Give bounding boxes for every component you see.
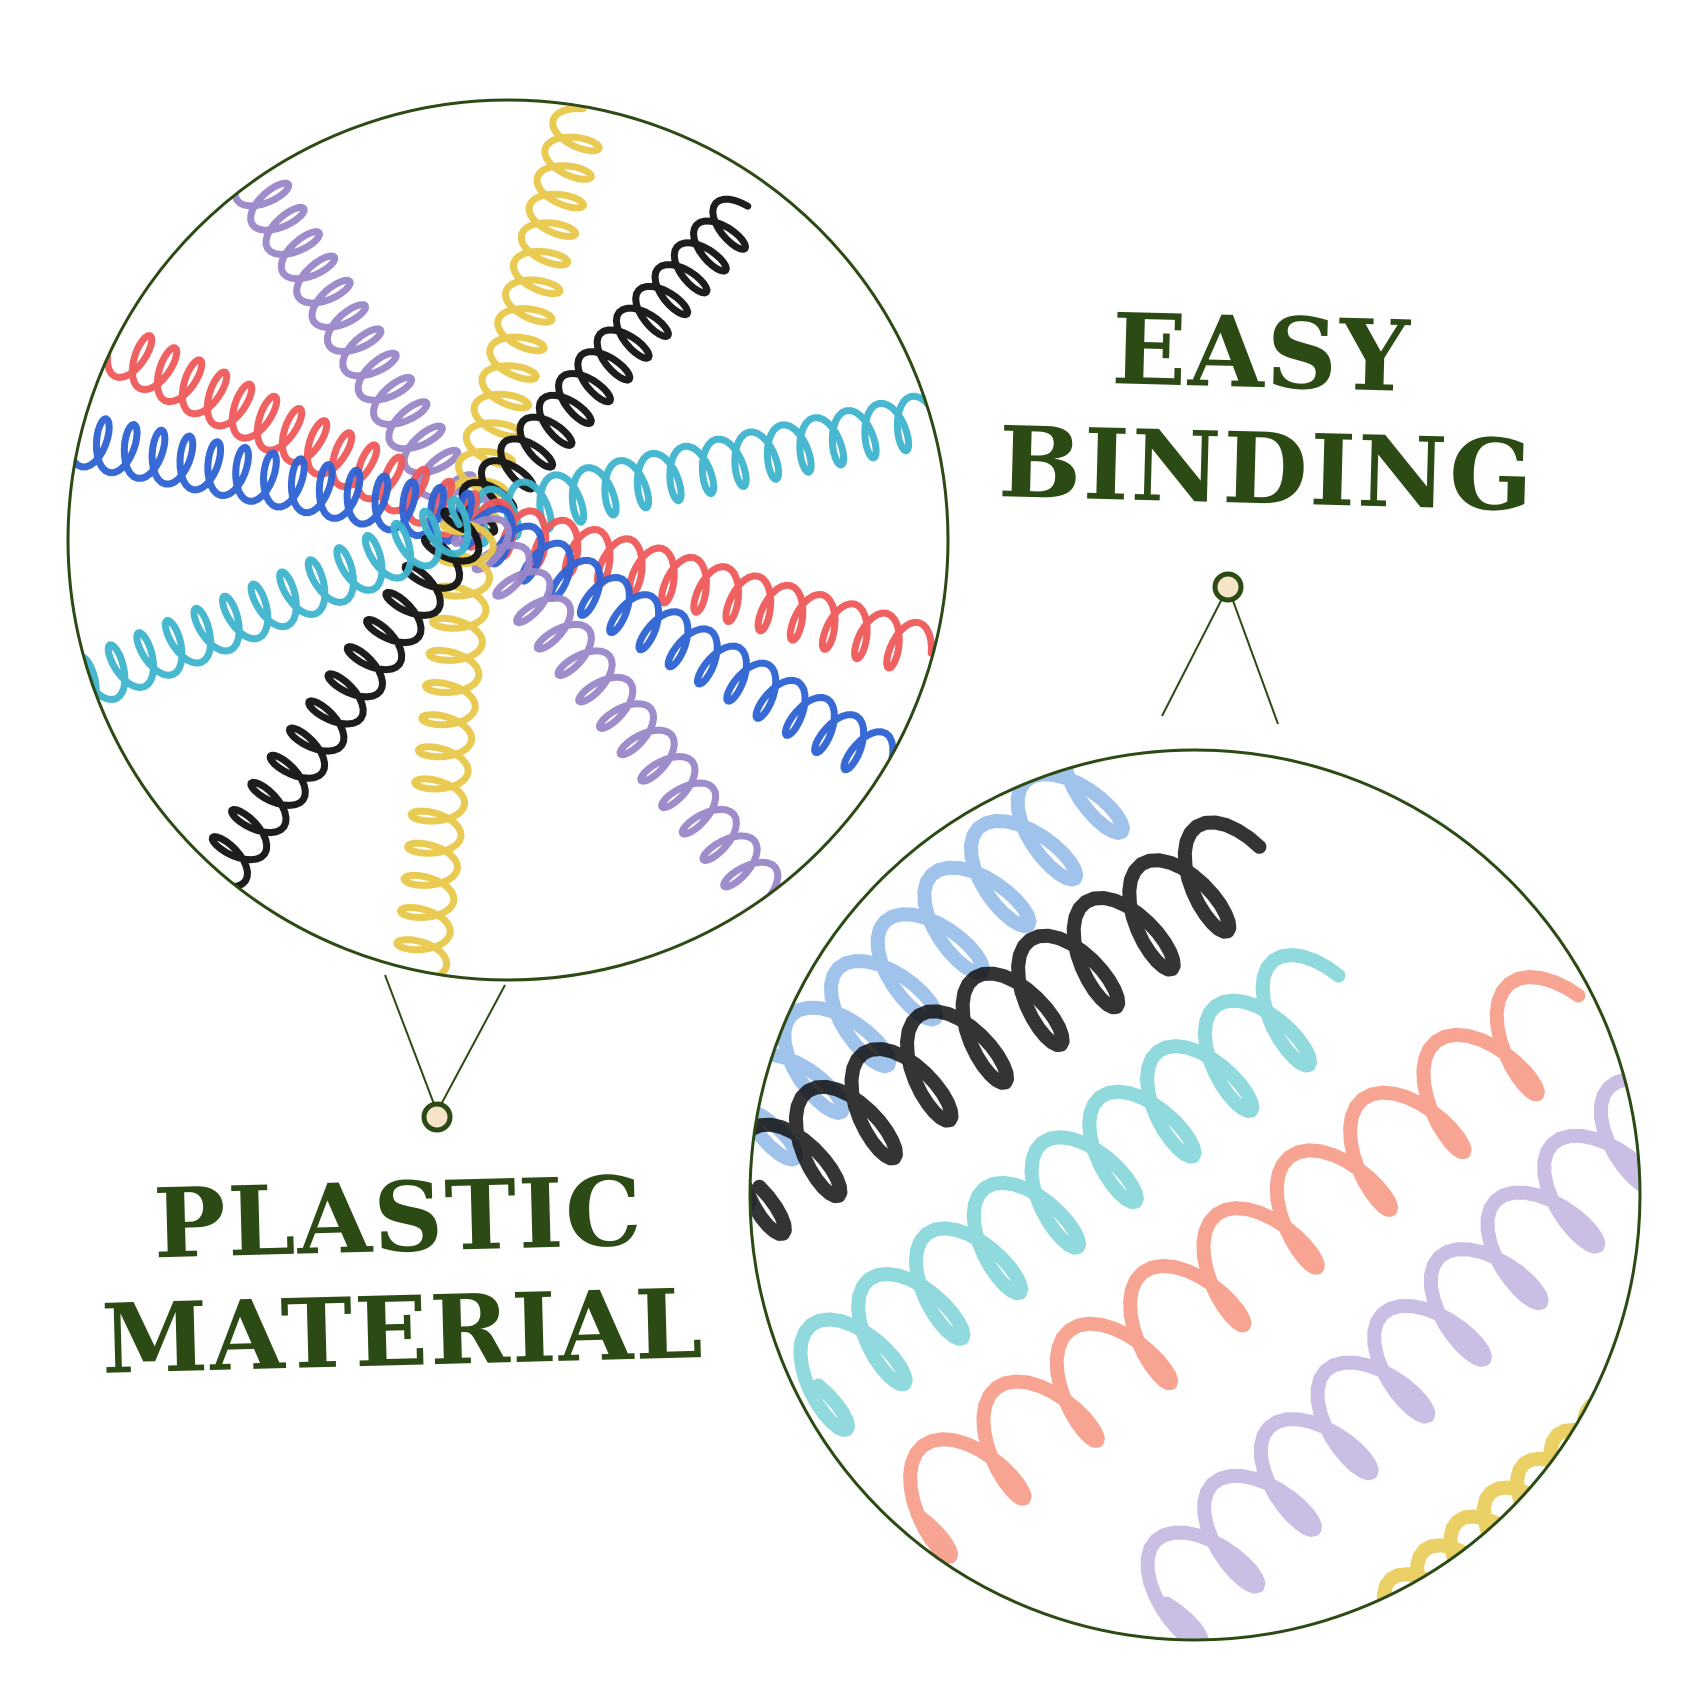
spring-black-3 (750, 815, 1267, 1241)
plastic-material-heading: PLASTIC MATERIAL (97, 1154, 706, 1396)
spring-lavender (1140, 1072, 1640, 1640)
plastic-material-line-1: PLASTIC (151, 1154, 646, 1281)
spring-yellow (447, 105, 603, 526)
spring-yellow-3 (1376, 1336, 1640, 1640)
easy-binding-heading: EASY BINDING (997, 292, 1537, 535)
spring-burst (68, 105, 940, 980)
spring-closeup (750, 750, 1640, 1640)
spring-black (458, 195, 752, 537)
easy-binding-line-2: BINDING (997, 405, 1537, 535)
connector-dot-left (421, 1101, 453, 1133)
spring-blue (68, 415, 475, 545)
spring-purple-2 (450, 515, 782, 903)
easy-binding-line-1: EASY (1110, 292, 1413, 415)
spring-salmon (903, 970, 1586, 1564)
spring-teal (793, 948, 1346, 1437)
plastic-material-line-2: MATERIAL (100, 1267, 706, 1396)
circle-frame-left (66, 98, 950, 982)
spring-red (103, 332, 481, 539)
spring-purple (231, 166, 492, 526)
circle-frame-right (748, 748, 1642, 1642)
spring-cyan-2 (68, 495, 472, 716)
connector-lines (384, 586, 1279, 1113)
connector-dot-right (1212, 571, 1244, 603)
